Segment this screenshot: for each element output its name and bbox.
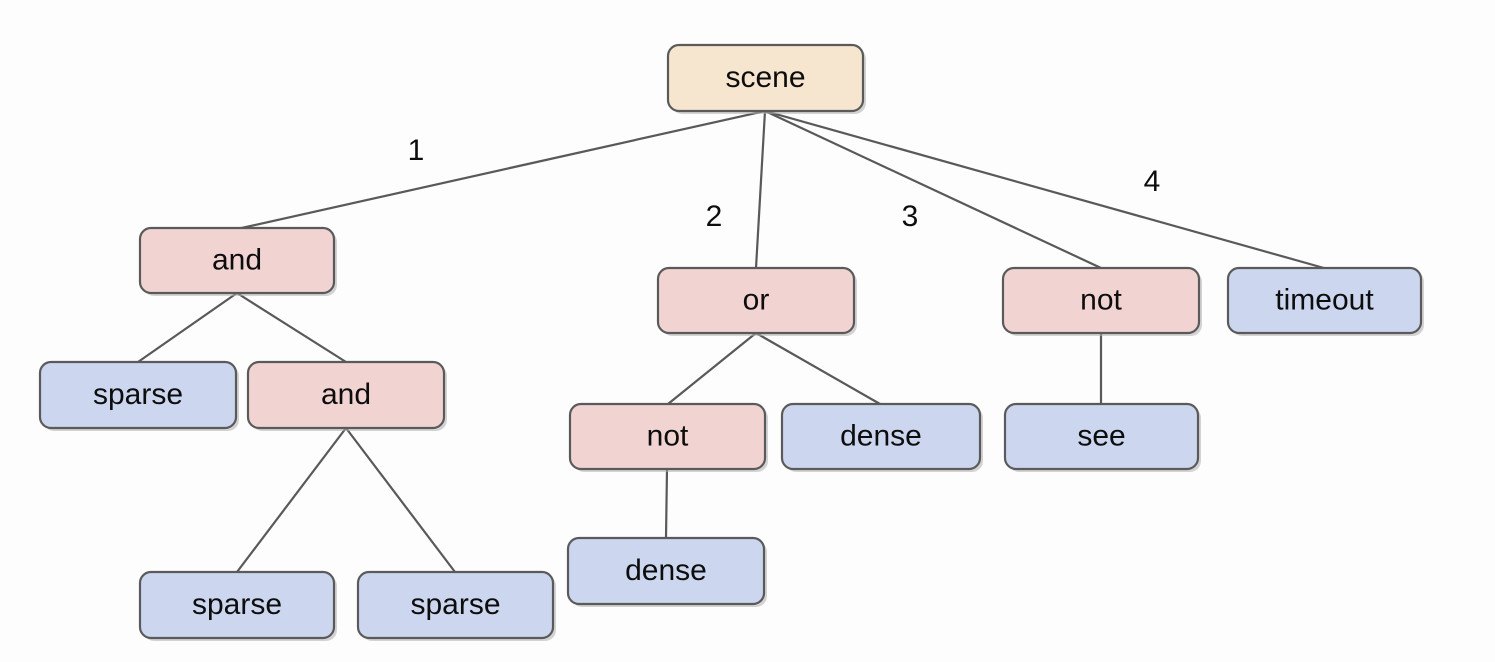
node-label: see <box>1077 419 1125 452</box>
tree-node-not1[interactable]: not <box>1001 266 1202 336</box>
node-label: not <box>1080 283 1122 316</box>
tree-node-not2[interactable]: not <box>568 402 768 472</box>
node-label: dense <box>625 554 707 587</box>
tree-node-dense2[interactable]: dense <box>566 536 767 607</box>
node-label: not <box>647 419 689 452</box>
edge-label-e4: 4 <box>1144 165 1161 198</box>
tree-node-see1[interactable]: see <box>1003 402 1201 472</box>
tree-edge-and2-to-sparse3 <box>344 426 457 574</box>
tree-edge-and1-to-sparse1 <box>136 291 239 364</box>
tree-node-dense1[interactable]: dense <box>780 402 983 472</box>
node-label: sparse <box>192 588 282 621</box>
node-label: sparse <box>93 378 183 411</box>
edge-label-e3: 3 <box>902 200 919 233</box>
nodes-group: scene and or not timeout sparse and not dense see… <box>38 43 1424 641</box>
edge-label-e1: 1 <box>408 134 425 167</box>
node-box[interactable] <box>138 226 336 295</box>
node-label: dense <box>840 419 922 452</box>
node-label: or <box>743 283 770 316</box>
node-label: and <box>321 378 371 411</box>
tree-edge-scene-to-not1 <box>763 109 1103 270</box>
node-box[interactable] <box>566 536 766 606</box>
node-label: sparse <box>410 588 500 621</box>
edge-labels-group: 1 2 3 4 <box>408 134 1161 233</box>
tree-edge-or1-to-dense1 <box>754 331 882 406</box>
tree-node-sparse2[interactable]: sparse <box>138 570 337 641</box>
edges-group <box>136 109 1326 574</box>
tree-edge-scene-to-and1 <box>235 109 767 231</box>
tree-edge-scene-to-or1 <box>754 109 767 270</box>
tree-edge-not2-to-dense2 <box>664 467 669 540</box>
node-label: and <box>212 243 262 276</box>
node-box[interactable] <box>38 360 238 430</box>
tree-node-and2[interactable]: and <box>246 360 447 431</box>
tree-node-timeout1[interactable]: timeout <box>1226 266 1424 336</box>
node-box[interactable] <box>1003 402 1200 471</box>
node-box[interactable] <box>138 570 336 640</box>
tree-edge-or1-to-not2 <box>666 331 758 406</box>
node-box[interactable] <box>656 266 856 335</box>
node-box[interactable] <box>666 43 865 113</box>
node-box[interactable] <box>356 570 555 640</box>
tree-node-and1[interactable]: and <box>138 226 337 296</box>
node-box[interactable] <box>1001 266 1201 335</box>
tree-node-or1[interactable]: or <box>656 266 857 336</box>
node-box[interactable] <box>568 402 767 471</box>
tree-edge-and1-to-and2 <box>235 291 348 364</box>
tree-edge-scene-to-timeout1 <box>763 109 1326 270</box>
node-box[interactable] <box>1226 266 1423 335</box>
node-label: scene <box>725 61 805 94</box>
tree-node-sparse3[interactable]: sparse <box>356 570 556 641</box>
tree-node-scene[interactable]: scene <box>666 43 866 114</box>
edge-label-e2: 2 <box>706 200 723 233</box>
node-box[interactable] <box>780 402 982 471</box>
tree-edge-and2-to-sparse2 <box>235 426 348 574</box>
tree-node-sparse1[interactable]: sparse <box>38 360 239 431</box>
node-box[interactable] <box>246 360 446 430</box>
node-label: timeout <box>1275 283 1374 316</box>
